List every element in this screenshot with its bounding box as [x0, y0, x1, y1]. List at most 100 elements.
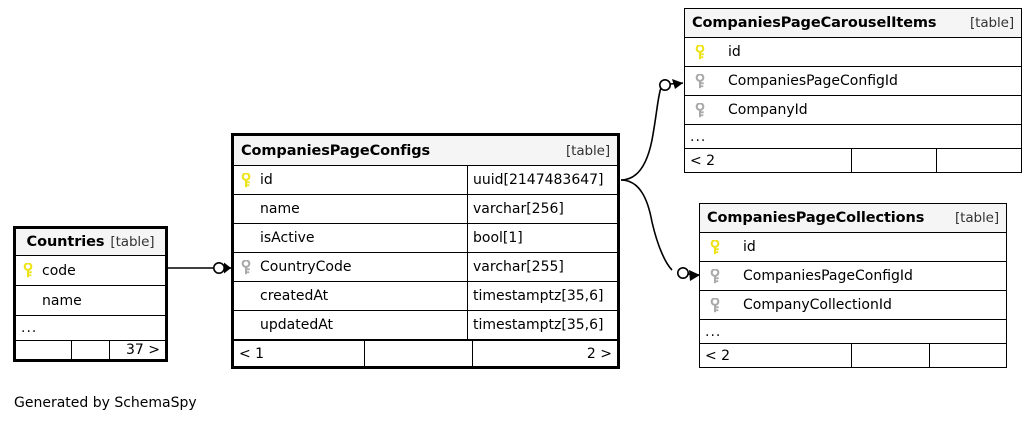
ellipsis-label: ...	[705, 323, 722, 340]
table-row[interactable]: id	[685, 38, 1021, 67]
column-name: id	[260, 172, 273, 188]
table-countries-header: Countries [table]	[16, 229, 165, 256]
table-companies-page-carousel-items-name: CompaniesPageCarouselItems	[692, 15, 937, 31]
column-name: name	[260, 201, 300, 217]
table-companies-page-configs-footer: < 1 2 >	[234, 340, 617, 366]
ellipsis-label: ...	[21, 320, 38, 336]
column-isactive-cell: isActive	[234, 230, 467, 246]
footer-left-label: < 2	[690, 152, 716, 169]
table-row[interactable]: isActive bool[1]	[234, 224, 617, 253]
table-row[interactable]: id uuid[2147483647]	[234, 166, 617, 195]
footer-cell-middle[interactable]	[364, 341, 472, 366]
footer-left-label: < 1	[239, 345, 265, 362]
column-name: CompanyCollectionId	[743, 297, 892, 313]
column-type: timestamptz[35,6]	[467, 311, 617, 339]
primary-key-icon	[694, 44, 706, 60]
footer-cell-right[interactable]	[936, 149, 1021, 172]
column-type: bool[1]	[467, 224, 617, 252]
column-type: varchar[255]	[467, 253, 617, 281]
column-type: varchar[256]	[467, 195, 617, 223]
column-code-cell: code	[16, 263, 165, 279]
table-companies-page-carousel-items-footer: < 2	[685, 149, 1021, 172]
footer-right-label: 37 >	[126, 342, 160, 358]
footer-cell-right[interactable]: 37 >	[109, 341, 165, 359]
table-row[interactable]: name	[16, 286, 165, 316]
table-companies-page-configs-tag: [table]	[565, 142, 610, 159]
table-companies-page-carousel-items-tag: [table]	[969, 15, 1014, 31]
table-row[interactable]: id	[700, 233, 1006, 262]
column-id-cell: id	[685, 44, 1021, 60]
table-companies-page-configs-name: CompaniesPageConfigs	[241, 142, 431, 159]
column-type-label: varchar[256]	[473, 201, 564, 217]
table-companies-page-collections[interactable]: CompaniesPageCollections [table] id	[699, 203, 1007, 368]
column-name: CountryCode	[260, 259, 352, 275]
column-companiespageconfigid-cell: CompaniesPageConfigId	[700, 268, 1006, 284]
column-name: CompanyId	[728, 102, 808, 118]
table-row[interactable]: CountryCode varchar[255]	[234, 253, 617, 282]
table-row[interactable]: code	[16, 256, 165, 286]
column-name: code	[42, 262, 76, 279]
table-companies-page-carousel-items[interactable]: CompaniesPageCarouselItems [table] id	[684, 8, 1022, 173]
column-name: updatedAt	[260, 317, 334, 333]
table-companies-page-configs[interactable]: CompaniesPageConfigs [table] id uuid[214…	[231, 133, 620, 369]
table-row[interactable]: CompanyCollectionId	[700, 291, 1006, 320]
table-row[interactable]: name varchar[256]	[234, 195, 617, 224]
column-type: timestamptz[35,6]	[467, 282, 617, 310]
column-type-label: timestamptz[35,6]	[473, 288, 604, 304]
footer-cell-left[interactable]: < 2	[700, 344, 851, 367]
column-companiespageconfigid-cell: CompaniesPageConfigId	[685, 73, 1021, 89]
table-row[interactable]: updatedAt timestamptz[35,6]	[234, 311, 617, 340]
footer-cell-middle[interactable]	[851, 344, 929, 367]
foreign-key-icon	[694, 73, 706, 89]
generated-by-credit: Generated by SchemaSpy	[14, 395, 197, 411]
primary-key-icon	[22, 263, 34, 278]
column-name: name	[42, 292, 82, 309]
footer-cell-left[interactable]	[16, 341, 71, 359]
column-companycollectionid-cell: CompanyCollectionId	[700, 297, 1006, 313]
footer-left-label: < 2	[705, 347, 731, 364]
footer-cell-middle[interactable]	[851, 149, 936, 172]
edge-configs-to-carousel-items	[620, 79, 684, 181]
table-row[interactable]: createdAt timestamptz[35,6]	[234, 282, 617, 311]
foreign-key-icon	[240, 259, 252, 275]
primary-key-icon	[240, 172, 252, 188]
table-companies-page-carousel-items-header: CompaniesPageCarouselItems [table]	[685, 9, 1021, 38]
column-name-cell: name	[234, 201, 467, 217]
table-row[interactable]: CompaniesPageConfigId	[685, 67, 1021, 96]
foreign-key-icon	[709, 297, 721, 313]
footer-cell-middle[interactable]	[71, 341, 109, 359]
edge-configs-to-collections	[620, 179, 701, 281]
primary-key-icon	[709, 239, 721, 255]
footer-cell-left[interactable]: < 2	[685, 149, 851, 172]
more-columns-indicator: ...	[685, 125, 1021, 149]
column-type: uuid[2147483647]	[467, 166, 617, 194]
column-type-label: uuid[2147483647]	[473, 172, 604, 188]
footer-cell-right[interactable]: 2 >	[472, 341, 617, 366]
foreign-key-icon	[694, 102, 706, 118]
table-companies-page-collections-name: CompaniesPageCollections	[707, 210, 925, 226]
column-name: isActive	[260, 230, 315, 246]
table-countries-footer: 37 >	[16, 341, 165, 359]
table-countries-tag: [table]	[110, 234, 155, 250]
footer-cell-right[interactable]	[929, 344, 1006, 367]
column-countrycode-cell: CountryCode	[234, 259, 467, 275]
column-name-cell: name	[16, 293, 165, 309]
edge-countries-to-configs	[166, 261, 231, 274]
table-row[interactable]: CompanyId	[685, 96, 1021, 125]
table-row[interactable]: CompaniesPageConfigId	[700, 262, 1006, 291]
column-name: CompaniesPageConfigId	[743, 268, 913, 284]
table-companies-page-configs-header: CompaniesPageConfigs [table]	[234, 136, 617, 166]
column-type-label: varchar[255]	[473, 259, 564, 275]
table-countries[interactable]: Countries [table] code name	[13, 226, 168, 362]
table-companies-page-collections-footer: < 2	[700, 344, 1006, 367]
footer-cell-left[interactable]: < 1	[234, 341, 364, 366]
column-type-label: bool[1]	[473, 230, 523, 246]
column-type-label: timestamptz[35,6]	[473, 317, 604, 333]
foreign-key-icon	[709, 268, 721, 284]
footer-right-label: 2 >	[586, 345, 612, 362]
column-createdat-cell: createdAt	[234, 288, 467, 304]
column-name: id	[743, 239, 756, 255]
column-updatedat-cell: updatedAt	[234, 317, 467, 333]
ellipsis-label: ...	[690, 128, 707, 145]
